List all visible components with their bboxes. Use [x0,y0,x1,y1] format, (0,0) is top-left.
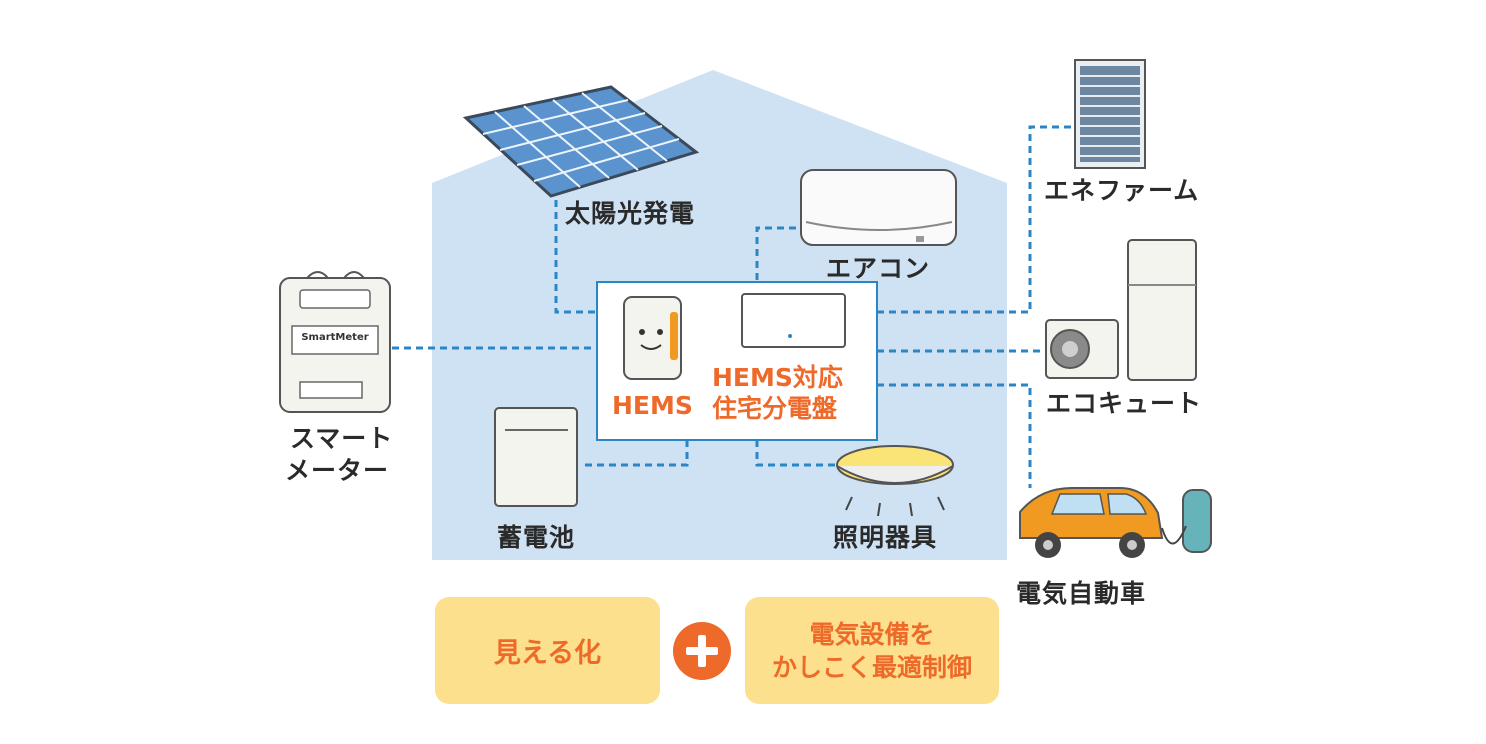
benefit-visualize-label: 見える化 [493,638,602,669]
label-smart-meter-2: メーター [285,456,390,485]
label-aircon: エアコン [826,254,931,283]
link-lighting [755,440,840,467]
distribution-panel-icon [741,293,846,348]
link-aircon [755,226,805,292]
label-smart-meter-1: スマート [290,424,394,453]
light-icon [836,445,954,517]
benefit-control-line-1: 電気設備を [809,619,935,649]
solar-panel-icon [462,85,700,198]
benefit-visualize-box: 見える化 [435,597,660,704]
label-ev: 電気自動車 [1016,579,1147,608]
link-enefarm [877,125,1072,314]
plus-icon [673,622,731,680]
smart-meter-plate-text: SmartMeter [301,332,369,343]
label-panel-2: 住宅分電盤 [712,394,838,423]
label-ecocute: エコキュート [1046,389,1203,418]
label-hems: HEMS [612,391,693,420]
smart-meter-icon [279,271,391,413]
link-battery [585,440,689,467]
hems-device-icon [623,296,682,380]
label-lighting: 照明器具 [833,523,938,552]
label-enefarm: エネファーム [1044,176,1200,205]
enefarm-icon [1074,59,1146,169]
ecocute-icon [1045,239,1197,381]
label-panel-1: HEMS対応 [712,363,843,392]
link-ev [877,383,1032,488]
label-solar: 太陽光発電 [565,199,696,228]
battery-icon [494,407,578,507]
benefit-control-box: 電気設備を かしこく最適制御 [745,597,999,704]
aircon-icon [800,169,957,246]
ev-icon [1019,487,1212,558]
link-solar [554,200,597,314]
connection-lines [392,125,1072,488]
label-battery: 蓄電池 [497,523,576,552]
benefit-control-line-2: かしこく最適制御 [771,652,972,682]
